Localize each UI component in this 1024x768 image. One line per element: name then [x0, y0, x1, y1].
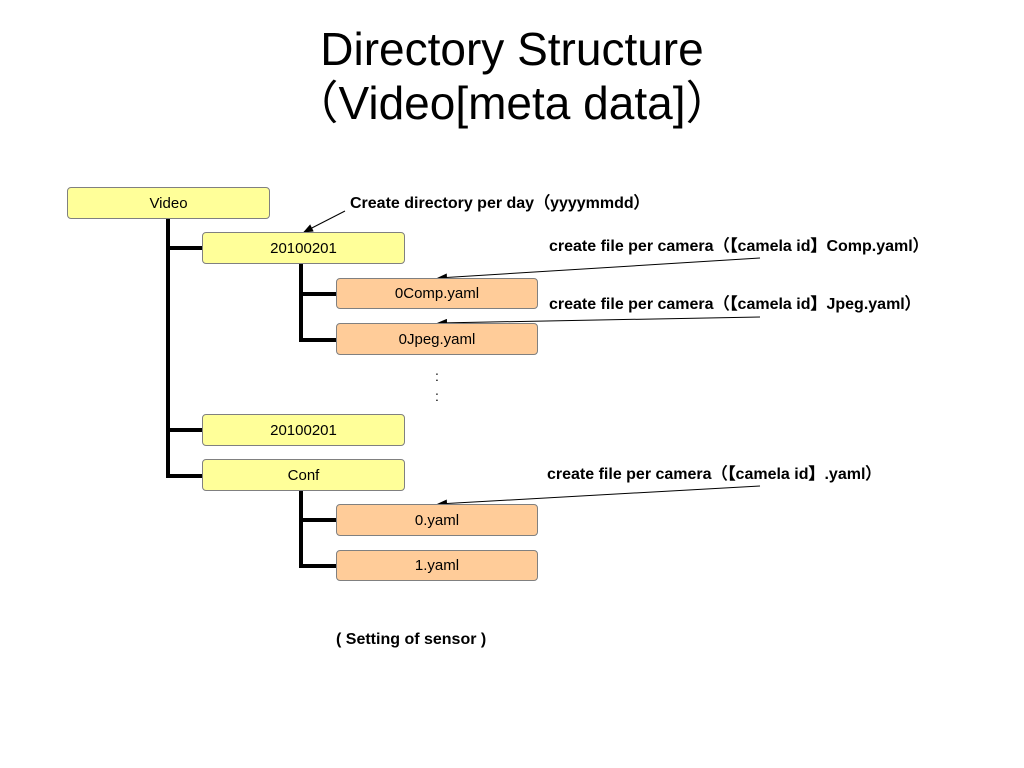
connector-video-trunk — [166, 218, 203, 478]
title-line-1: Directory Structure — [320, 23, 704, 75]
folder-date-2: 20100201 — [202, 414, 405, 446]
folder-date-1: 20100201 — [202, 232, 405, 264]
connector-conf-trunk — [299, 490, 337, 568]
arrow-per-camera-conf — [437, 485, 761, 508]
arrow-per-day — [303, 210, 346, 233]
file-0-yaml: 0.yaml — [336, 504, 538, 536]
note-per-camera-jpeg: create file per camera（【camela id】Jpeg.y… — [549, 296, 921, 313]
annotation-arrows — [303, 210, 761, 508]
arrow-per-camera-comp — [437, 257, 761, 282]
arrow-per-camera-jpeg — [437, 316, 761, 327]
folder-video-label: Video — [149, 194, 188, 212]
file-comp-yaml: 0Comp.yaml — [336, 278, 538, 309]
ellipsis-more-files: :: — [435, 368, 439, 404]
file-jpeg-yaml: 0Jpeg.yaml — [336, 323, 538, 355]
connector-date1-trunk — [299, 263, 337, 342]
note-sensor-setting: ( Setting of sensor ) — [336, 631, 487, 648]
tree-connectors — [166, 218, 337, 568]
title-line-2: （Video[meta data]） — [292, 77, 732, 129]
file-1-yaml-label: 1.yaml — [414, 557, 460, 574]
folder-conf-label: Conf — [287, 466, 320, 484]
slide-title: Directory Structure （Video[meta data]） — [0, 22, 1024, 130]
folder-date-2-label: 20100201 — [270, 421, 337, 439]
folder-date-1-label: 20100201 — [270, 239, 337, 257]
folder-conf: Conf — [202, 459, 405, 491]
note-per-day: Create directory per day（yyyymmdd） — [350, 195, 650, 212]
note-per-camera-conf: create file per camera（【camela id】.yaml） — [547, 466, 882, 483]
note-per-camera-comp: create file per camera（【camela id】Comp.y… — [549, 238, 929, 255]
file-1-yaml: 1.yaml — [336, 550, 538, 581]
folder-video: Video — [67, 187, 270, 219]
file-comp-yaml-label: 0Comp.yaml — [394, 285, 480, 302]
file-0-yaml-label: 0.yaml — [414, 511, 460, 529]
file-jpeg-yaml-label: 0Jpeg.yaml — [398, 330, 476, 348]
